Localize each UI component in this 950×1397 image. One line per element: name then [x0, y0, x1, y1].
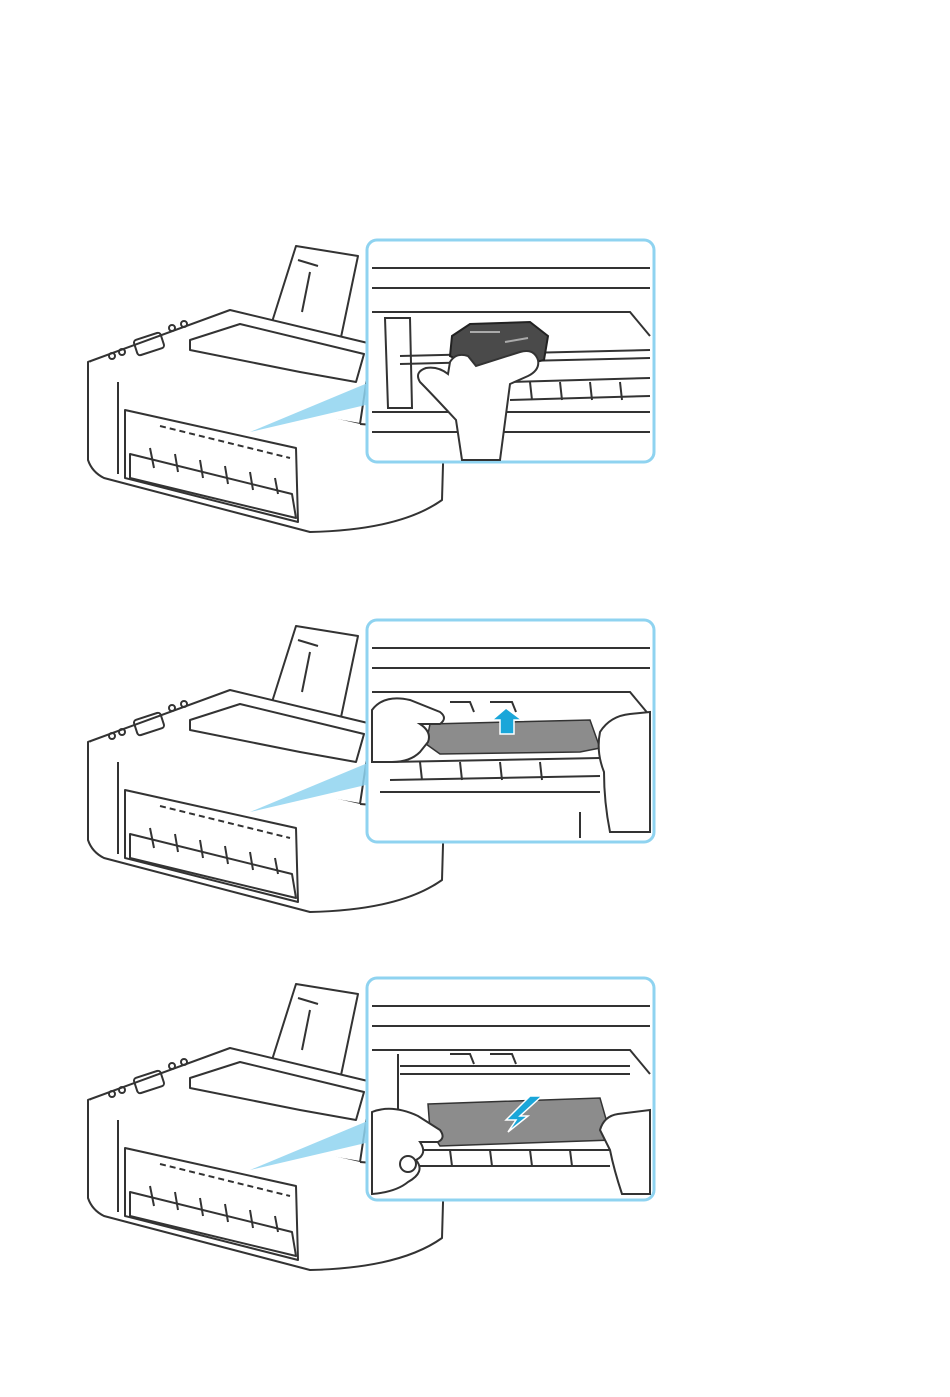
detail-inset: [367, 240, 654, 462]
detail-inset: [367, 978, 654, 1200]
printer-step-3-svg: [0, 970, 950, 1290]
printer-step-2-svg: [0, 612, 950, 932]
detail-inset: [367, 620, 654, 842]
right-hand: [599, 712, 650, 832]
printer-step-1-svg: [0, 232, 950, 552]
step-2-illustration: [0, 612, 950, 932]
step-1-illustration: [0, 232, 950, 552]
step-3-illustration: [0, 970, 950, 1290]
